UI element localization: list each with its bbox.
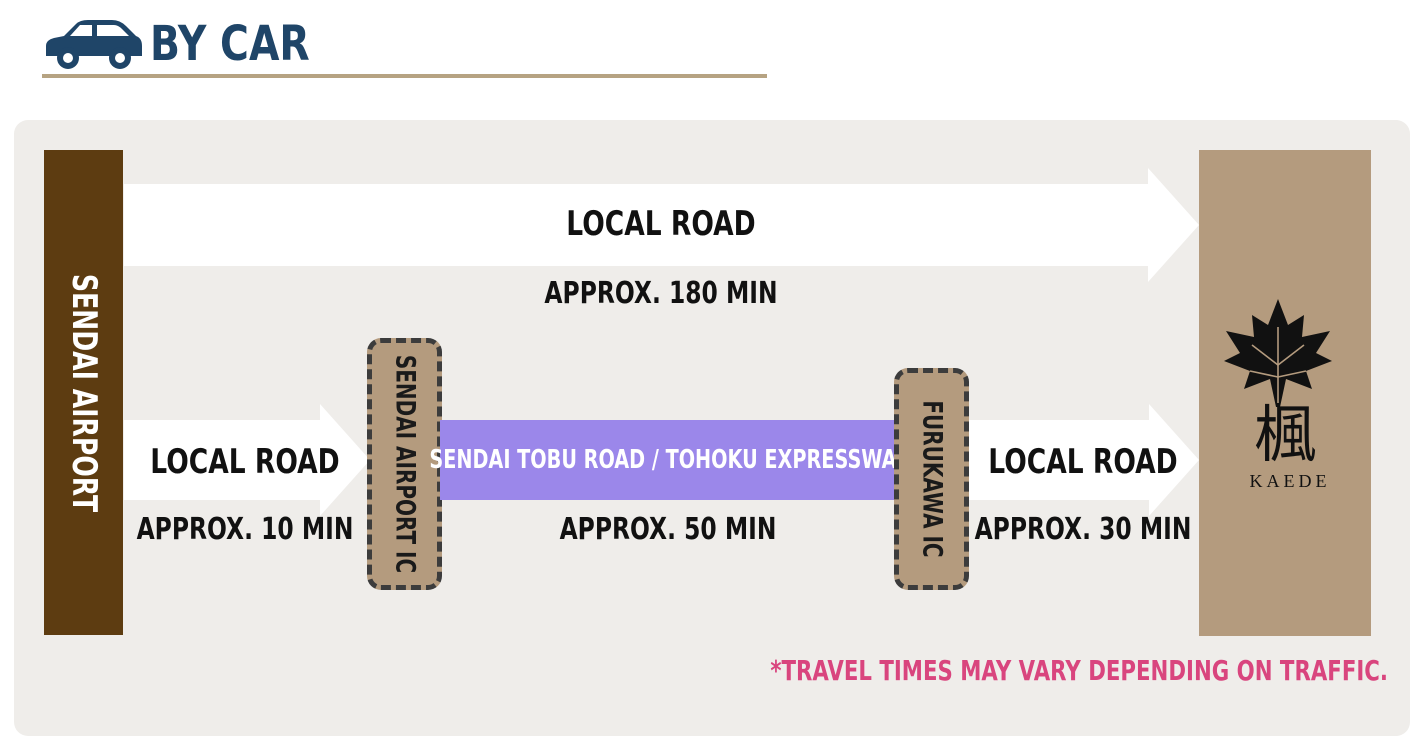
- interchange2-label: FURUKAWA IC: [916, 400, 947, 558]
- destination-kaede: [1199, 150, 1371, 636]
- leg1-arrow: [124, 404, 370, 516]
- interchange-furukawa-ic: FURUKAWA IC: [894, 368, 969, 590]
- traffic-footnote: *TRAVEL TIMES MAY VARY DEPENDING ON TRAF…: [770, 654, 1388, 687]
- leg3-time: APPROX. 30 MIN: [974, 512, 1192, 547]
- kaede-name: KAEDE: [1249, 471, 1331, 491]
- leg2-time: APPROX. 50 MIN: [559, 512, 777, 547]
- leg1-time: APPROX. 10 MIN: [136, 512, 354, 547]
- interchange-sendai-airport-ic: SENDAI AIRPORT IC: [367, 338, 442, 590]
- expressway-road: SENDAI TOBU ROAD / TOHOKU EXPRESSWAY: [429, 445, 909, 475]
- maple-leaf-icon: [1224, 299, 1332, 407]
- direct-route-arrow: [124, 168, 1199, 282]
- leg3-arrow: [969, 404, 1199, 516]
- kaede-kanji: 楓: [1253, 398, 1317, 471]
- origin-label: SENDAI AIRPORT: [63, 273, 104, 512]
- header-divider: [42, 74, 767, 78]
- page-title: BY CAR: [150, 16, 310, 72]
- leg3-road: LOCAL ROAD: [988, 442, 1178, 482]
- car-icon: [46, 20, 142, 69]
- leg1-road: LOCAL ROAD: [150, 442, 340, 482]
- direct-route-road: LOCAL ROAD: [566, 204, 756, 244]
- direct-route-time: APPROX. 180 MIN: [544, 276, 778, 311]
- expressway-segment: SENDAI TOBU ROAD / TOHOKU EXPRESSWAY: [429, 420, 909, 500]
- origin-sendai-airport: SENDAI AIRPORT: [44, 150, 123, 635]
- interchange1-label: SENDAI AIRPORT IC: [389, 354, 420, 574]
